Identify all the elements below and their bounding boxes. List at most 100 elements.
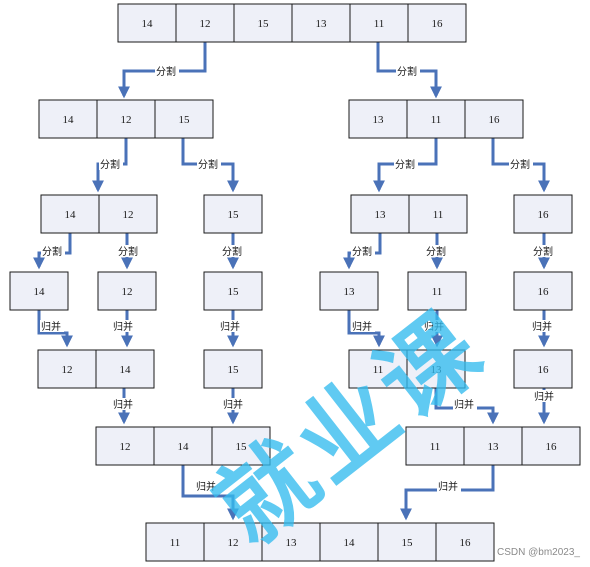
merge-label: 归并: [454, 398, 474, 411]
split-label: 分割: [395, 158, 415, 171]
cell-box: [37, 349, 97, 389]
cell-value: 14: [178, 441, 190, 453]
cell-value: 12: [123, 209, 134, 221]
cell-group: 13: [319, 271, 379, 311]
cell-value: 14: [344, 537, 356, 549]
cell-box: [9, 271, 69, 311]
cell-box: [463, 426, 523, 466]
edge-label-bg: [155, 65, 179, 77]
edge-label-bg: [533, 390, 557, 402]
cell-box: [38, 99, 98, 139]
cell-box: [406, 349, 466, 389]
cell-value: 15: [179, 114, 191, 126]
cell-box: [203, 194, 263, 234]
cell-value: 12: [200, 18, 211, 30]
split-label: 分割: [352, 245, 372, 258]
cell-value: 12: [121, 114, 132, 126]
cell-box: [203, 349, 263, 389]
edge-label-bg: [197, 158, 221, 170]
edge-label-bg: [41, 245, 65, 257]
cell-box: [464, 99, 524, 139]
cell-value: 11: [373, 364, 384, 376]
edge-label-bg: [222, 398, 246, 410]
cell-group: 12: [97, 271, 157, 311]
cell-box: [405, 426, 465, 466]
edge-label-bg: [532, 245, 556, 257]
cell-value: 14: [120, 364, 132, 376]
cell-box: [350, 194, 410, 234]
cell-box: [98, 194, 158, 234]
cell-value: 13: [286, 537, 298, 549]
cell-box: [211, 426, 271, 466]
cell-value: 13: [375, 209, 387, 221]
cell-group: 16: [513, 349, 573, 389]
cell-box: [203, 522, 263, 562]
merge-label: 归并: [196, 480, 216, 493]
edge-label-bg: [112, 398, 136, 410]
merge-label: 归并: [532, 320, 552, 333]
split-label: 分割: [533, 245, 553, 258]
merge-arrow: [347, 308, 385, 348]
cell-value: 15: [228, 364, 240, 376]
cell-box: [233, 3, 293, 43]
cell-box: [406, 99, 466, 139]
cell-value: 16: [538, 209, 550, 221]
cell-value: 15: [228, 286, 240, 298]
cell-box: [95, 426, 155, 466]
edge-labels-layer: 分割分割分割分割分割分割分割分割分割分割分割分割归并归并归并归并归并归并归并归并…: [40, 65, 557, 493]
cell-value: 16: [546, 441, 558, 453]
split-label: 分割: [42, 245, 62, 258]
edge-label-bg: [112, 320, 136, 332]
cell-box: [175, 3, 235, 43]
cell-value: 13: [431, 364, 443, 376]
cell-box: [521, 426, 581, 466]
cell-value: 14: [63, 114, 75, 126]
split-label: 分割: [510, 158, 530, 171]
cell-value: 15: [236, 441, 248, 453]
cell-value: 13: [488, 441, 500, 453]
edge-label-bg: [221, 245, 245, 257]
cell-box: [153, 426, 213, 466]
cell-box: [319, 271, 379, 311]
cell-box: [435, 522, 495, 562]
cell-value: 14: [142, 18, 154, 30]
merge-label: 归并: [223, 398, 243, 411]
merge-label: 归并: [113, 398, 133, 411]
cell-group: 11 13 16: [405, 426, 581, 466]
cell-group: 15: [203, 271, 263, 311]
cell-value: 11: [430, 441, 441, 453]
cell-group: 11 13: [348, 349, 466, 389]
cell-box: [513, 271, 573, 311]
cell-group: 11: [407, 271, 467, 311]
cell-group: 14 12: [40, 194, 158, 234]
edge-label-bg: [423, 320, 447, 332]
merge-label: 归并: [113, 320, 133, 333]
cell-value: 15: [402, 537, 414, 549]
cell-value: 12: [228, 537, 239, 549]
cell-value: 16: [538, 286, 550, 298]
cell-box: [348, 99, 408, 139]
edge-label-bg: [437, 480, 461, 492]
cell-value: 16: [432, 18, 444, 30]
cell-group: 12 14 15: [95, 426, 271, 466]
cell-value: 16: [460, 537, 472, 549]
cell-value: 14: [65, 209, 77, 221]
cell-value: 12: [120, 441, 131, 453]
cell-box: [291, 3, 351, 43]
merge-label: 归并: [41, 320, 61, 333]
merge-label: 归并: [534, 390, 554, 403]
edge-label-bg: [40, 320, 64, 332]
split-label: 分割: [198, 158, 218, 171]
merge-label: 归并: [424, 320, 444, 333]
edge-label-bg: [99, 158, 123, 170]
edge-label-bg: [219, 320, 243, 332]
cell-value: 15: [228, 209, 240, 221]
cell-box: [117, 3, 177, 43]
cell-box: [348, 349, 408, 389]
